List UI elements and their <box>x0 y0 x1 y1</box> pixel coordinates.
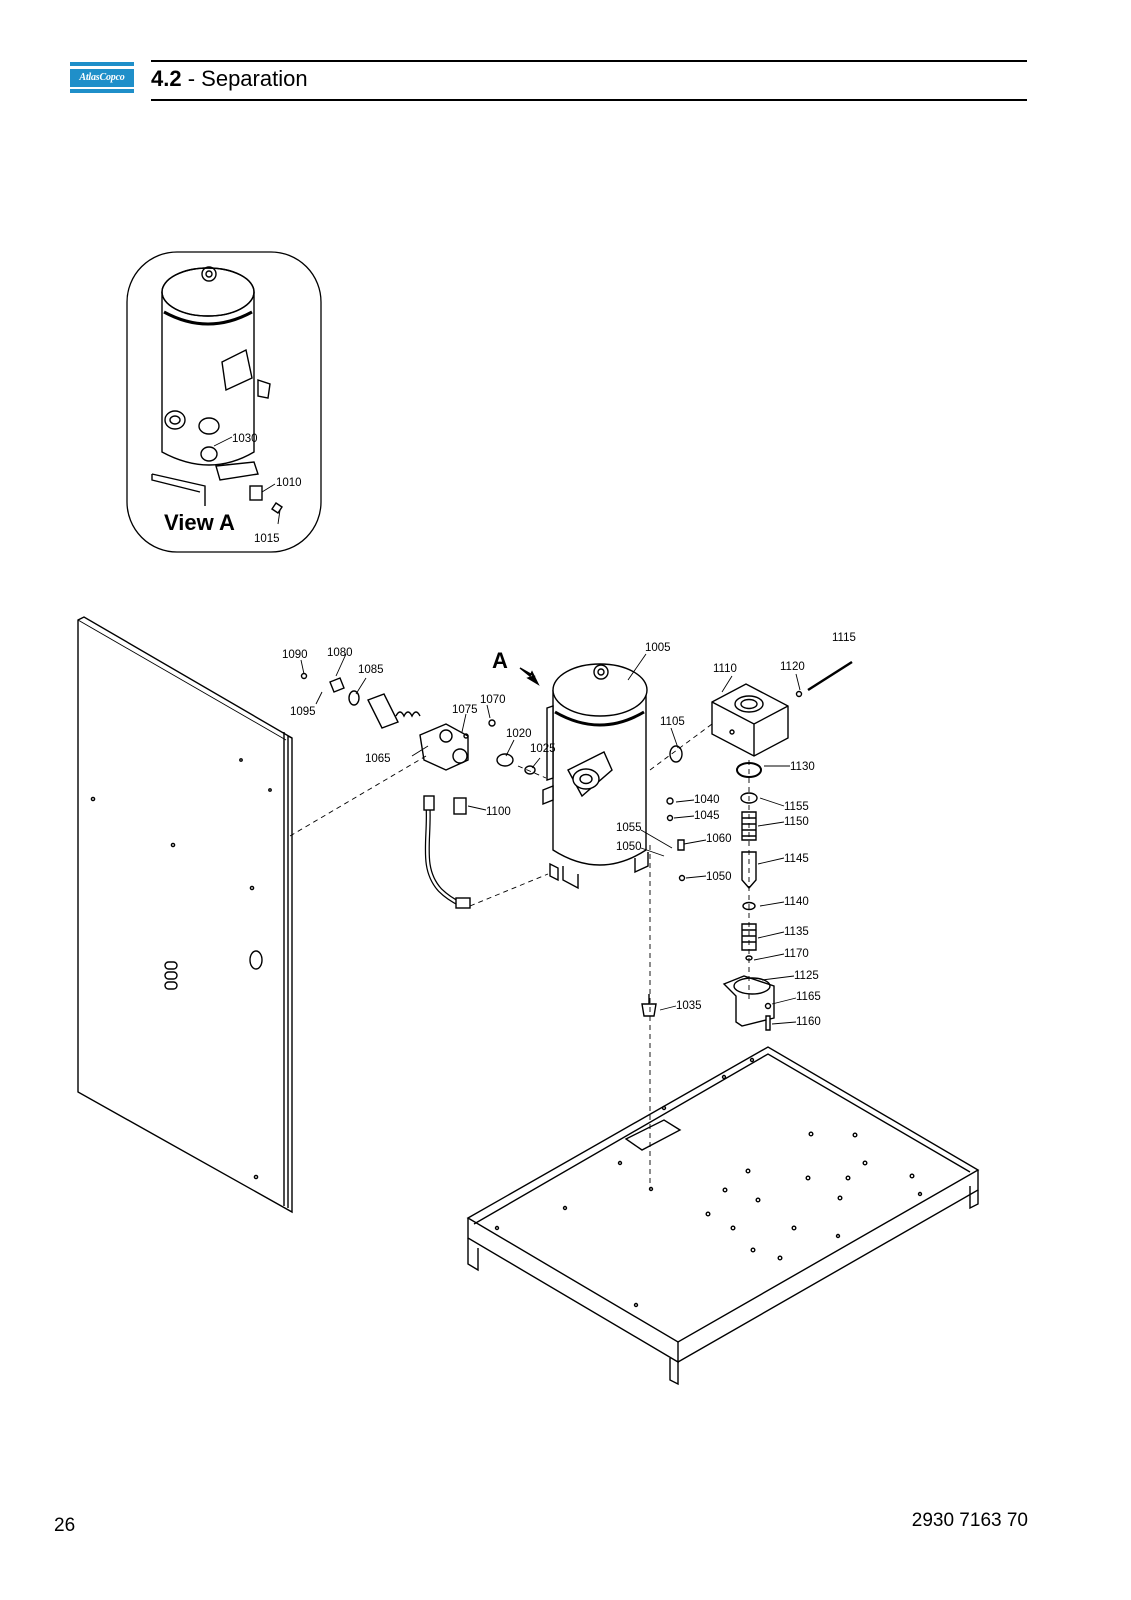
callout-1075: 1075 <box>452 704 478 716</box>
callout-1020: 1020 <box>506 728 532 740</box>
section-separator: - <box>181 66 202 91</box>
callout-1110: 1110 <box>713 663 737 675</box>
callout-1025: 1025 <box>530 743 556 755</box>
main-vessel <box>542 663 649 890</box>
dashed-assembly-lines <box>289 723 750 1190</box>
callout-1135: 1135 <box>784 926 809 938</box>
hose-and-fittings <box>300 660 853 1017</box>
callout-1140: 1140 <box>784 896 809 908</box>
section-number: 4.2 <box>151 66 182 91</box>
view-a-vessel <box>151 266 283 514</box>
atlas-copco-logo: AtlasCopco <box>70 62 134 94</box>
callout-1080: 1080 <box>327 647 353 659</box>
callout-1150: 1150 <box>784 816 809 828</box>
logo-bar-top <box>70 62 134 66</box>
view-arrow-letter: A <box>492 648 508 673</box>
callout-1050-upper: 1050 <box>616 841 642 853</box>
callout-1120: 1120 <box>780 661 805 673</box>
callout-1125: 1125 <box>794 970 819 982</box>
callout-leader-lines <box>300 653 801 1025</box>
callout-1100: 1100 <box>486 806 511 818</box>
callout-1165: 1165 <box>796 991 821 1003</box>
callout-1070: 1070 <box>480 694 506 706</box>
view-a-frame <box>126 251 322 553</box>
view-a-callout-1010: 1010 <box>276 477 302 489</box>
callout-1105: 1105 <box>660 716 685 728</box>
view-a-leader-lines <box>213 436 281 525</box>
logo-wordmark: AtlasCopco <box>70 69 134 87</box>
callout-1170: 1170 <box>784 948 809 960</box>
base-holes <box>494 1057 923 1308</box>
header-rule-top <box>151 60 1027 62</box>
base-frame <box>466 1046 980 1386</box>
callout-1160: 1160 <box>796 1016 821 1028</box>
view-a-callout-1030: 1030 <box>232 433 258 445</box>
callout-1035: 1035 <box>676 1000 702 1012</box>
side-panel-logo-mark <box>164 961 178 990</box>
callout-1060: 1060 <box>706 833 732 845</box>
callout-1085: 1085 <box>358 664 384 676</box>
side-panel <box>77 616 293 1214</box>
callout-1115: 1115 <box>832 632 856 644</box>
logo-bar-bottom <box>70 89 134 93</box>
callout-1090: 1090 <box>282 649 308 661</box>
view-a-detail: 1030 1010 1015 View A <box>126 251 322 553</box>
view-a-label: View A <box>164 510 235 535</box>
callout-1130: 1130 <box>790 761 815 773</box>
header-rule-bottom <box>151 99 1027 101</box>
section-title: Separation <box>201 66 308 91</box>
callout-1095: 1095 <box>290 706 316 718</box>
callout-1040: 1040 <box>694 794 720 806</box>
callout-1055: 1055 <box>616 822 642 834</box>
callout-1065: 1065 <box>365 753 391 765</box>
callout-1050-lower: 1050 <box>706 871 732 883</box>
document-number: 2930 7163 70 <box>911 1510 1028 1531</box>
callout-1145: 1145 <box>784 853 809 865</box>
view-arrow <box>519 667 540 686</box>
callout-1045: 1045 <box>694 810 720 822</box>
valve-block <box>711 683 789 757</box>
page-number: 26 <box>54 1515 76 1536</box>
section-heading: 4.2 - Separation <box>151 64 308 94</box>
callout-1155: 1155 <box>784 801 809 813</box>
view-a-callout-1015: 1015 <box>254 533 280 545</box>
callout-1005: 1005 <box>645 642 671 654</box>
part-callouts: 1005 1010 1020 1025 1035 1040 1045 1050 … <box>282 632 856 1028</box>
